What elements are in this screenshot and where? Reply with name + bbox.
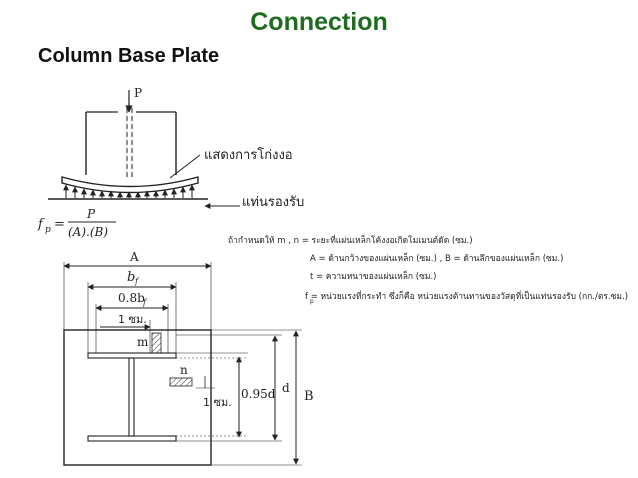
- dim-08bf-sub: f: [142, 298, 148, 307]
- bending-label: แสดงการโก่งงอ: [204, 147, 293, 163]
- web: [128, 357, 135, 437]
- formula-lhs: f: [37, 217, 45, 232]
- label-m: m: [137, 335, 149, 349]
- bearing-pressure-arrows: [63, 184, 195, 198]
- plan-view: A b f 0.8b f 1 ซม. m n 1 ซม.: [63, 250, 314, 466]
- dim-1cm-top-label: 1 ซม.: [118, 313, 147, 326]
- column-h-section: [87, 352, 177, 442]
- base-plate-outline: [63, 329, 212, 466]
- bottom-flange: [87, 435, 177, 442]
- dim-A-label: A: [129, 250, 139, 264]
- m-hatch: [151, 332, 162, 354]
- definition-t: t = ความหนาของแผ่นเหล็ก (ซม.): [310, 270, 437, 282]
- bent-base-plate: [61, 176, 199, 194]
- dim-08bf-label: 0.8b: [118, 291, 145, 305]
- dim-B-label: B: [304, 389, 314, 404]
- bearing-pressure-formula: f p = P (A).(B): [37, 207, 116, 239]
- n-hatch: [169, 377, 193, 387]
- load-label: P: [134, 86, 142, 100]
- bending-leader: [169, 154, 201, 179]
- definition-intro: ถ้ากำหนดให้ m , n = ระยะที่แผ่นเหล็กโค้ง…: [228, 234, 473, 246]
- elevation-view: P แสดงการโก่งงอ แท่นรองรับ: [37, 86, 304, 239]
- dim-1cm-side-label: 1 ซม.: [203, 396, 232, 409]
- definition-ab: A = ด้านกว้างของแผ่นเหล็ก (ซม.) , B = ด้…: [310, 252, 563, 264]
- formula-numerator: P: [86, 207, 96, 221]
- dim-095d-label: 0.95d: [241, 387, 276, 401]
- dim-bf-label: b: [127, 270, 135, 285]
- label-n: n: [180, 363, 188, 377]
- slide-title: Connection: [250, 8, 388, 36]
- definitions-block: ถ้ากำหนดให้ m , n = ระยะที่แผ่นเหล็กโค้ง…: [228, 234, 628, 305]
- definition-fp-sub: p: [310, 298, 314, 305]
- definition-fp: f = หน่วยแรงที่กระทำ ซึ่งก็คือ หน่วยแรงต…: [305, 290, 628, 302]
- dim-d-label: d: [282, 381, 290, 395]
- dim-bf-sub: f: [134, 277, 140, 286]
- svg-text:=: =: [54, 217, 65, 232]
- formula-lhs-sub: p: [45, 225, 51, 235]
- slide-subtitle: Column Base Plate: [38, 45, 220, 67]
- top-flange: [87, 352, 177, 359]
- formula-denominator: (A).(B): [68, 225, 108, 239]
- support-label: แท่นรองรับ: [242, 195, 304, 210]
